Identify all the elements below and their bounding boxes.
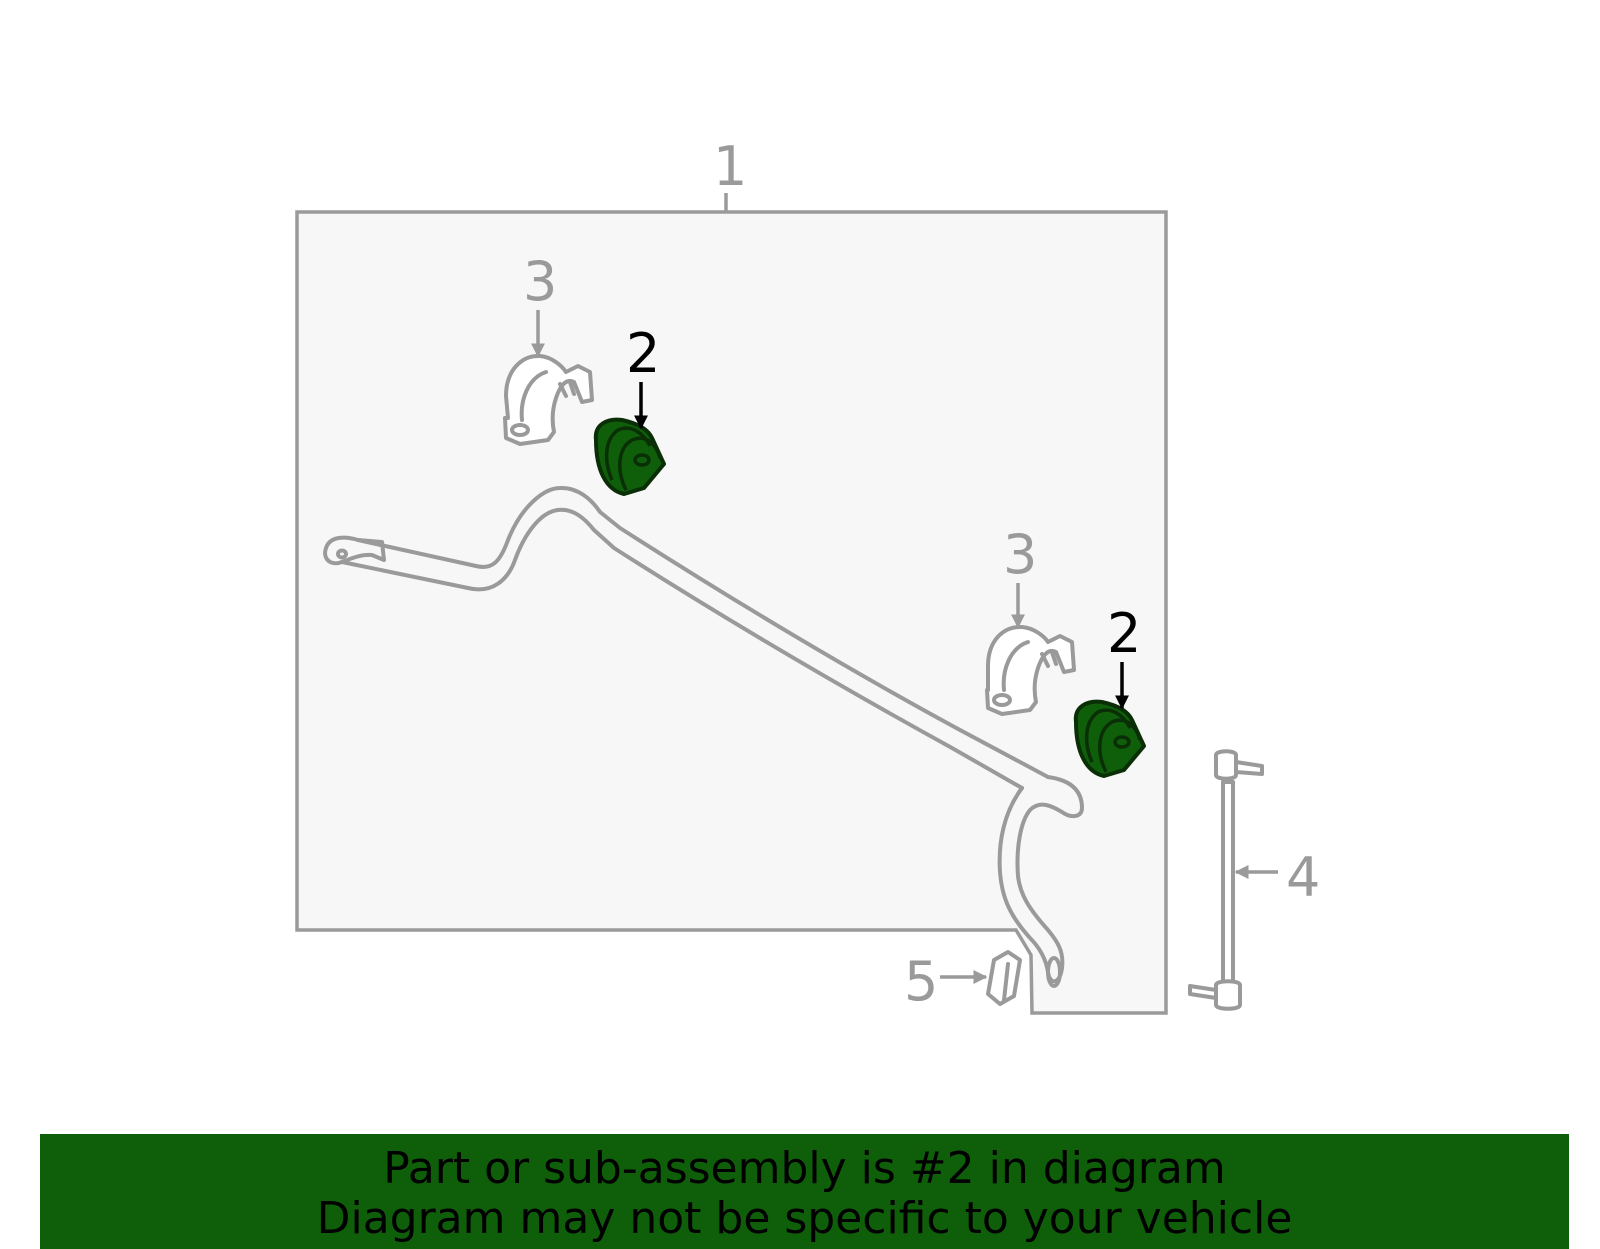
banner-line-2: Diagram may not be specific to your vehi… [316,1193,1293,1244]
bushing-left[interactable] [593,417,666,496]
stabilizer-bracket-right[interactable] [985,624,1076,716]
callout-2-left[interactable]: 2 [626,322,660,385]
info-banner: Part or sub-assembly is #2 in diagram Di… [40,1134,1569,1249]
callout-3-right[interactable]: 3 [1003,523,1037,586]
stabilizer-bracket-left[interactable] [503,353,594,446]
stabilizer-link[interactable] [1188,749,1264,1011]
callout-4[interactable]: 4 [1286,846,1320,909]
stabilizer-bar[interactable] [323,485,1084,988]
bushing-right[interactable] [1073,699,1146,778]
callout-2-right[interactable]: 2 [1107,602,1141,665]
callout-3-left[interactable]: 3 [523,250,557,313]
banner-line-1: Part or sub-assembly is #2 in diagram [383,1143,1226,1194]
callout-1[interactable]: 1 [713,135,747,198]
nut[interactable] [986,950,1022,1006]
callout-5[interactable]: 5 [904,950,938,1013]
assembly-panel [295,210,1168,1015]
